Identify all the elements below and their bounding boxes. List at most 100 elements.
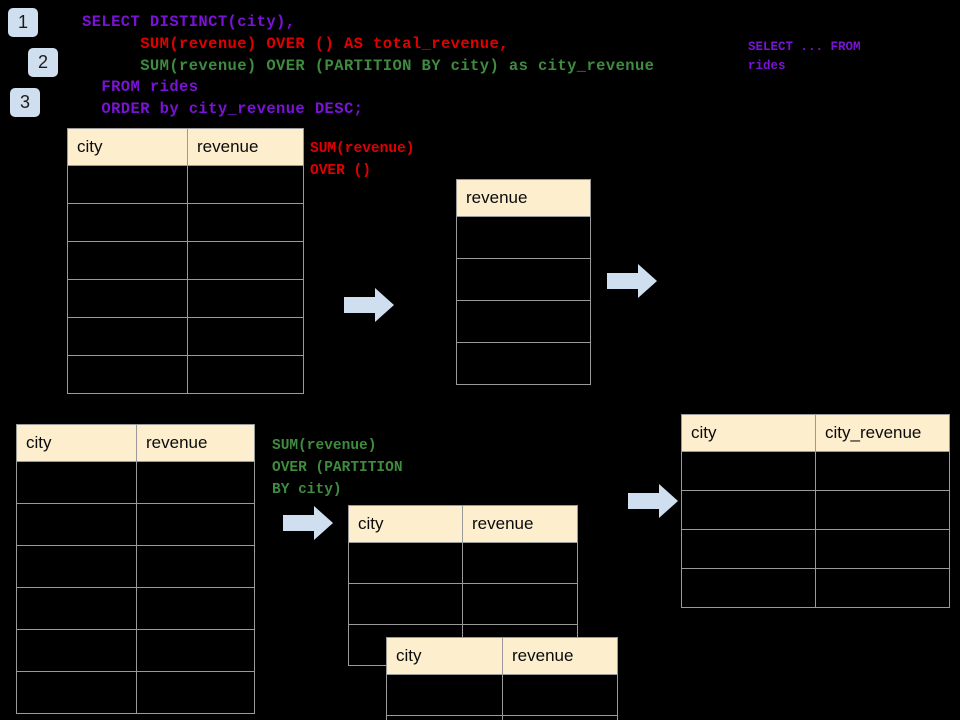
table-row — [681, 490, 950, 530]
select-from-rides-note: SELECT ... FROM rides — [748, 38, 861, 76]
sql-line-2: SUM(revenue) OVER () AS total_revenue, — [82, 34, 509, 53]
column-header: city — [681, 414, 816, 452]
table-cell — [348, 542, 463, 584]
table-cell — [187, 317, 304, 356]
table-row — [67, 317, 304, 356]
table-cell — [136, 629, 255, 672]
table-header-row: revenue — [456, 179, 591, 217]
table-row — [67, 355, 304, 394]
table-cell — [187, 279, 304, 318]
table-cell — [681, 490, 816, 530]
table-cell — [681, 451, 816, 491]
table-cell — [502, 674, 618, 716]
table-row — [16, 503, 255, 546]
table-row — [681, 568, 950, 608]
annotation-sum-over-empty: SUM(revenue) OVER () — [310, 138, 414, 182]
column-header: revenue — [187, 128, 304, 166]
table-row — [681, 451, 950, 491]
table-cell — [386, 674, 503, 716]
table-cell — [187, 241, 304, 280]
table-cell — [456, 216, 591, 259]
table-cell — [187, 355, 304, 394]
table-cell — [386, 715, 503, 720]
step-badge-1: 1 — [8, 8, 38, 37]
column-header: revenue — [502, 637, 618, 675]
table-cell — [462, 583, 578, 625]
table-row — [16, 545, 255, 588]
table-cell — [815, 568, 950, 608]
table-row — [67, 165, 304, 204]
table-cell — [16, 587, 137, 630]
table-row — [348, 542, 578, 584]
table-row — [456, 300, 591, 343]
sql-line-1: SELECT DISTINCT(city), — [82, 13, 296, 31]
table-cell — [16, 671, 137, 714]
table-row — [386, 674, 618, 716]
table-cell — [67, 203, 188, 242]
table-row — [16, 671, 255, 714]
table-cell — [67, 355, 188, 394]
column-header: city — [16, 424, 137, 462]
table-cell — [136, 461, 255, 504]
table-cell — [462, 542, 578, 584]
table-cell — [815, 529, 950, 569]
table-row — [456, 216, 591, 259]
table-row — [67, 203, 304, 242]
annotation-line: SUM(revenue) — [272, 438, 377, 454]
column-header: city_revenue — [815, 414, 950, 452]
sql-line-4: FROM rides — [82, 78, 199, 97]
table-cell — [502, 715, 618, 720]
total-revenue-table: revenue — [456, 179, 591, 385]
arrow-partition-to-final — [628, 484, 678, 518]
annotation-line: OVER (PARTITION — [272, 460, 403, 476]
table-cell — [815, 451, 950, 491]
table-cell — [681, 568, 816, 608]
table-row — [16, 461, 255, 504]
column-header: revenue — [462, 505, 578, 543]
table-cell — [67, 165, 188, 204]
step-badge-2: 2 — [28, 48, 58, 77]
table-cell — [456, 300, 591, 343]
arrow-total-to-final — [607, 264, 657, 298]
table-cell — [67, 241, 188, 280]
sql-line-5: ORDER by city_revenue DESC; — [82, 100, 364, 119]
sql-query-block: SELECT DISTINCT(city), SUM(revenue) OVER… — [82, 12, 654, 121]
column-header: revenue — [456, 179, 591, 217]
table-cell — [16, 629, 137, 672]
annotation-line: SUM(revenue) — [310, 141, 415, 157]
table-row — [67, 279, 304, 318]
table-cell — [187, 165, 304, 204]
table-cell — [348, 583, 463, 625]
table-row — [456, 342, 591, 385]
table-row — [16, 587, 255, 630]
step-badge-3: 3 — [10, 88, 40, 117]
column-header: city — [386, 637, 503, 675]
table-row — [386, 715, 618, 720]
table-cell — [815, 490, 950, 530]
table-cell — [187, 203, 304, 242]
annotation-line: OVER () — [310, 163, 371, 179]
side-note-line-2: rides — [748, 59, 786, 73]
table-row — [456, 258, 591, 301]
sql-line-3: SUM(revenue) OVER (PARTITION BY city) as… — [82, 56, 655, 75]
table-cell — [136, 545, 255, 588]
arrow-source-to-total — [344, 288, 394, 322]
side-note-line-1: SELECT ... FROM — [748, 40, 861, 54]
table-cell — [456, 342, 591, 385]
table-cell — [136, 671, 255, 714]
column-header: city — [67, 128, 188, 166]
table-cell — [67, 317, 188, 356]
table-row — [67, 241, 304, 280]
table-cell — [681, 529, 816, 569]
